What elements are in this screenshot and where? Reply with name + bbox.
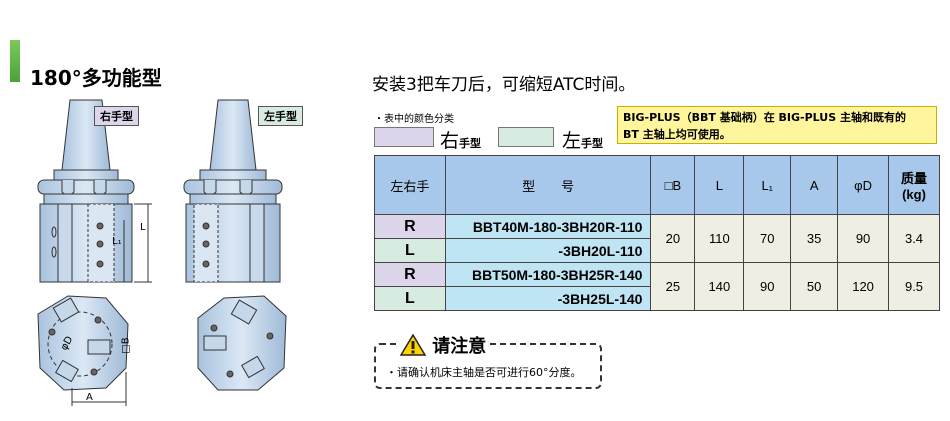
holder-drawings <box>37 99 287 406</box>
L1-cell: 70 <box>743 214 792 263</box>
left-hand-side-view <box>183 99 283 283</box>
notice-text: ・请确认机床主轴是否可进行60°分度。 <box>386 366 582 379</box>
section-title: 180°多功能型 <box>30 66 162 90</box>
big-plus-note: BIG-PLUS（BBT 基础柄）在 BIG-PLUS 主轴和既有的 BT 主轴… <box>617 106 937 144</box>
left-hand-top-view <box>197 295 287 391</box>
header-side: 左右手 <box>374 155 446 215</box>
notice-heading: 请注意 <box>396 332 491 358</box>
header-L1: L₁ <box>743 155 792 215</box>
color-legend-note: ・表中的颜色分类 <box>374 114 454 125</box>
side-cell: R <box>374 214 446 239</box>
B-cell: 25 <box>650 262 696 311</box>
table-row: L -3BH20L-110 <box>374 238 940 263</box>
dim-L-label: L <box>140 222 146 233</box>
side-cell: L <box>374 238 446 263</box>
dim-B-label: □B <box>120 337 132 354</box>
title-accent-bar <box>10 40 20 82</box>
section-subtitle: 安装3把车刀后，可缩短ATC时间。 <box>372 75 636 95</box>
L-cell: 140 <box>694 262 745 311</box>
side-cell: L <box>374 286 446 311</box>
dim-L1-label: L₁ <box>112 236 122 247</box>
warning-icon <box>399 333 427 356</box>
L1-cell: 90 <box>743 262 792 311</box>
side-cell: R <box>374 262 446 287</box>
right-hand-tag: 右手型 <box>94 106 139 126</box>
B-cell: 20 <box>650 214 696 263</box>
model-cell: -3BH25L-140 <box>444 286 652 311</box>
model-cell: BBT40M-180-3BH20R-110 <box>444 214 652 239</box>
table-row: R BBT40M-180-3BH20R-110 20 110 70 35 90 … <box>374 214 940 263</box>
header-D: φD <box>837 155 890 215</box>
D-cell: 120 <box>837 262 890 311</box>
dim-A-label: A <box>86 392 93 403</box>
table-row: L -3BH25L-140 <box>374 286 940 311</box>
left-hand-color-swatch <box>498 127 554 147</box>
A-cell: 50 <box>790 262 839 311</box>
L-cell: 110 <box>694 214 745 263</box>
mass-cell: 9.5 <box>888 262 940 311</box>
A-cell: 35 <box>790 214 839 263</box>
D-cell: 90 <box>837 214 890 263</box>
specification-table: 左右手 型 号 □B L L₁ A φD 质量 (kg) R BBT40M-18… <box>374 155 940 311</box>
header-mass: 质量 (kg) <box>888 155 940 215</box>
right-hand-side-view <box>37 99 135 283</box>
header-L: L <box>694 155 745 215</box>
header-model: 型 号 <box>444 155 652 215</box>
right-hand-color-swatch <box>374 127 434 147</box>
right-hand-legend-label: 右手型 <box>440 130 482 152</box>
model-cell: BBT50M-180-3BH25R-140 <box>444 262 652 287</box>
table-row: R BBT50M-180-3BH25R-140 25 140 90 50 120… <box>374 262 940 311</box>
mass-cell: 3.4 <box>888 214 940 263</box>
left-hand-legend-label: 左手型 <box>562 130 604 152</box>
table-header-row: 左右手 型 号 □B L L₁ A φD 质量 (kg) <box>374 155 940 215</box>
left-hand-tag: 左手型 <box>258 106 303 126</box>
header-A: A <box>790 155 839 215</box>
model-cell: -3BH20L-110 <box>444 238 652 263</box>
right-hand-top-view <box>37 295 129 406</box>
header-B: □B <box>650 155 696 215</box>
